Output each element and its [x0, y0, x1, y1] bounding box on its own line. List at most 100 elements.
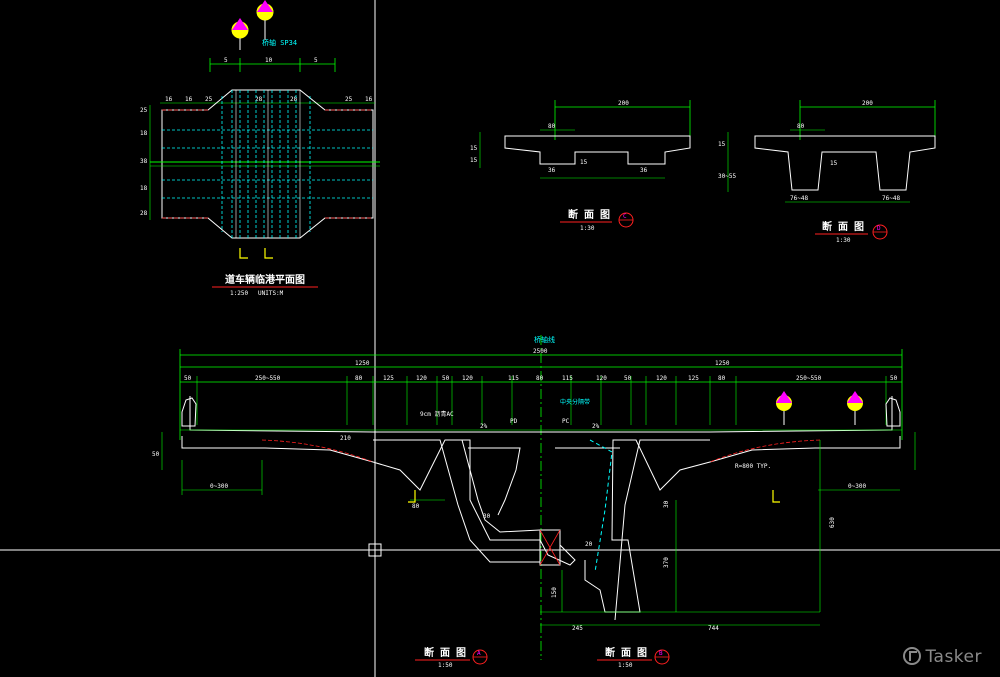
- svg-text:D: D: [877, 225, 881, 232]
- section-c-title: 断 面 图: [568, 208, 610, 221]
- section-dim: 50: [442, 375, 450, 382]
- dim-30-right: 30: [663, 500, 670, 508]
- dim-20: 20: [585, 541, 593, 548]
- section-dim: 125: [383, 375, 394, 382]
- total-width-dim: 2500: [533, 348, 548, 355]
- section-d-top-width: 200: [862, 100, 873, 107]
- section-d-web-gap: 80: [797, 123, 805, 130]
- plan-left-dim: 18: [140, 130, 148, 137]
- plan-left-dim: 38: [140, 158, 148, 165]
- range-right: 0~300: [848, 483, 866, 490]
- svg-text:C: C: [623, 213, 627, 220]
- dim-150: 150: [551, 587, 558, 598]
- plan-left-dim: 28: [140, 210, 148, 217]
- section-dim: 80: [536, 375, 544, 382]
- half-left-dim: 1250: [355, 360, 370, 367]
- section-dim: 50: [890, 375, 898, 382]
- section-d-left-dim: 15: [718, 141, 726, 148]
- note-pd: PD: [510, 418, 518, 425]
- note-asphalt: 9cm 沥青AC: [420, 410, 454, 418]
- plan-left-dim: 25: [140, 107, 148, 114]
- section-dim: 80: [718, 375, 726, 382]
- section-dim: 250~550: [796, 375, 822, 382]
- section-dim: 80: [355, 375, 363, 382]
- section-dim: 50: [184, 375, 192, 382]
- section-dim: 120: [656, 375, 667, 382]
- section-d-left-dim: 30~55: [718, 173, 736, 180]
- dim-30-left: 30: [483, 513, 491, 520]
- main-section-view: 桥轴线 2500 1250 1250: [152, 335, 916, 669]
- section-b-marker-icon: B: [654, 649, 670, 665]
- plan-title: 道车辆临港平面图: [225, 273, 305, 286]
- section-dim: 125: [688, 375, 699, 382]
- crosshair-pickbox[interactable]: [368, 543, 382, 557]
- marker-icon: [256, 0, 274, 40]
- dim-80-left: 80: [412, 503, 420, 510]
- plan-small-dim: 28: [255, 96, 263, 103]
- dim-50: 50: [152, 451, 160, 458]
- watermark-text: Tasker: [925, 647, 982, 667]
- section-c-top-width: 200: [618, 100, 629, 107]
- section-d-title: 断 面 图: [822, 220, 864, 233]
- section-dim: 120: [462, 375, 473, 382]
- section-d-marker-icon: D: [872, 224, 888, 240]
- dim-744: 744: [708, 625, 719, 632]
- section-c-scale: 1:30: [580, 225, 595, 232]
- dim-630: 630: [829, 517, 836, 528]
- section-c-bottom-dim: 36: [548, 167, 556, 174]
- half-right-dim: 1250: [715, 360, 730, 367]
- section-a-scale: 1:50: [438, 662, 453, 669]
- plan-left-dim: 18: [140, 185, 148, 192]
- note-pc: PC: [562, 418, 570, 425]
- dim-370: 370: [663, 557, 670, 568]
- note-slope-left: 2%: [480, 423, 488, 430]
- tasker-logo-icon: [903, 647, 922, 665]
- plan-top-dim: 5: [314, 57, 318, 64]
- section-dim: 250~550: [255, 375, 281, 382]
- barrier-left: [181, 397, 197, 427]
- section-d-view: 200 80 15 30~55 15 76~48 76~48 断 面 图 1:3…: [718, 100, 936, 244]
- section-d-bottom-dim: 76~48: [790, 195, 808, 202]
- plan-units: UNITS:M: [258, 290, 284, 297]
- section-dim: 120: [596, 375, 607, 382]
- section-d-bottom-dim: 76~48: [882, 195, 900, 202]
- note-radius: R=800 TYP.: [735, 463, 771, 470]
- section-c-left-dim: 15: [470, 157, 478, 164]
- section-c-view: 200 80 15 15 36 15 36 断 面 图 1:30 C: [470, 100, 691, 232]
- plan-small-dim: 16: [165, 96, 173, 103]
- section-d-mid-dim: 15: [830, 160, 838, 167]
- section-a-title: 断 面 图: [424, 646, 466, 659]
- section-a-marker-icon: A: [472, 649, 488, 665]
- section-b-scale: 1:50: [618, 662, 633, 669]
- marker-icon: [847, 391, 863, 425]
- plan-center-note: 桥轴 SP34: [262, 38, 297, 47]
- section-dim: 50: [624, 375, 632, 382]
- plan-small-dim: 25: [345, 96, 353, 103]
- centerline-label: 桥轴线: [534, 335, 555, 344]
- section-c-bottom-dim: 36: [640, 167, 648, 174]
- plan-top-dim: 10: [265, 57, 273, 64]
- note-slope-right: 2%: [592, 423, 600, 430]
- dim-245: 245: [572, 625, 583, 632]
- plan-view: 桥轴 SP34 5 10 5 16 16 25 28 28 25 16 25 1…: [140, 0, 380, 297]
- barrier-right: [885, 397, 901, 427]
- svg-text:A: A: [477, 650, 481, 657]
- marker-icon: [231, 18, 249, 50]
- section-c-marker-icon: C: [618, 212, 634, 228]
- section-dim: 115: [508, 375, 519, 382]
- watermark: Tasker: [903, 647, 982, 667]
- plan-top-dim: 5: [224, 57, 228, 64]
- section-c-web-gap: 80: [548, 123, 556, 130]
- plan-small-dim: 16: [185, 96, 193, 103]
- note-center-drain: 中央分隔带: [560, 398, 590, 406]
- marker-icon: [776, 391, 792, 425]
- plan-small-dim: 28: [290, 96, 298, 103]
- svg-text:B: B: [659, 650, 663, 657]
- section-dim: 115: [562, 375, 573, 382]
- section-c-bottom-dim: 15: [580, 159, 588, 166]
- section-cut-mark: [408, 490, 416, 503]
- section-cut-mark: [772, 490, 780, 503]
- range-left: 0~300: [210, 483, 228, 490]
- plan-small-dim: 16: [365, 96, 373, 103]
